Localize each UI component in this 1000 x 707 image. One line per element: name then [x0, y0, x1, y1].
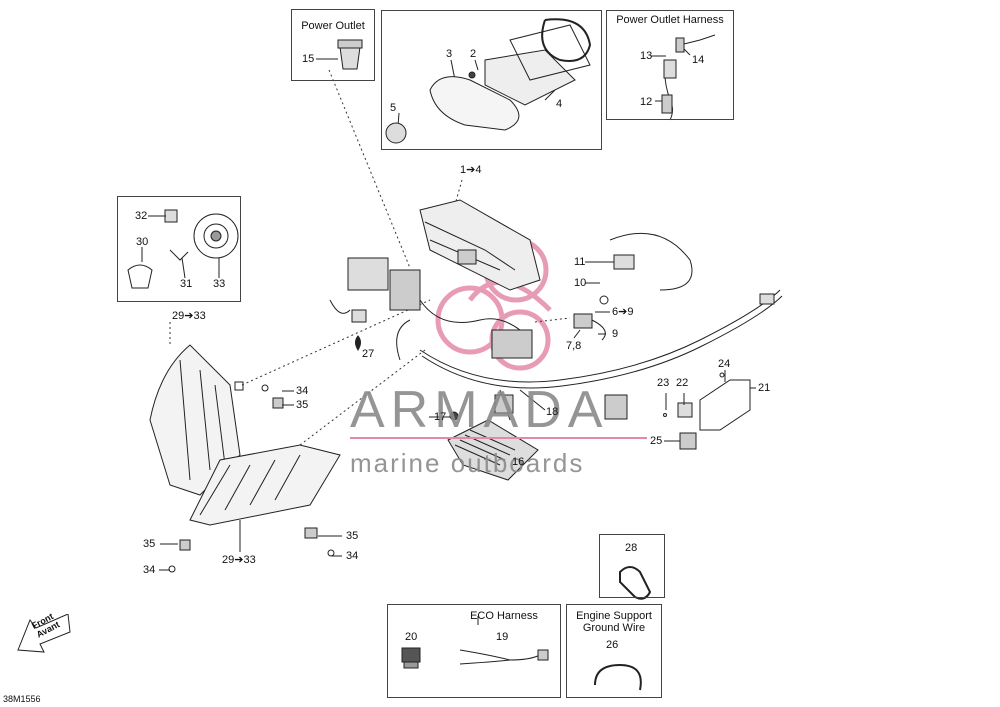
- inset-title: Power Outlet Harness: [616, 14, 724, 26]
- part-label: 29➔33: [222, 554, 256, 566]
- headlight-right: [168, 384, 341, 573]
- part-label: 11: [574, 256, 586, 268]
- key-switch: [573, 232, 693, 341]
- part-label: 24: [718, 358, 731, 370]
- part-label: 3: [446, 48, 453, 60]
- callout-lines: [141, 44, 756, 625]
- part-label: 15: [302, 53, 315, 65]
- main-harness: [419, 289, 783, 421]
- part-label: 33: [213, 278, 226, 290]
- part-label: 18: [546, 406, 559, 418]
- part-label: 10: [574, 277, 587, 289]
- diagram-code: 38M1556: [3, 694, 41, 704]
- part-label: 30: [136, 236, 149, 248]
- front-arrow-icon: [17, 614, 71, 653]
- part-label: 17: [434, 411, 447, 423]
- inset-title: ECO Harness: [470, 610, 538, 622]
- power-outlet-part: [337, 39, 363, 70]
- part-label: 23: [657, 377, 670, 389]
- part-label: 34: [143, 564, 156, 576]
- part-label: 32: [135, 210, 148, 222]
- part-label: 35: [143, 538, 156, 550]
- part-label: 29➔33: [172, 310, 206, 322]
- instrument-cluster: [419, 199, 541, 291]
- ground-wire-part: [594, 663, 642, 691]
- ecu-bracket: [663, 372, 751, 450]
- part-label: 31: [180, 278, 193, 290]
- part-label: 25: [650, 435, 663, 447]
- part-label: 4: [556, 98, 563, 110]
- part-label: 28: [625, 542, 638, 554]
- inset-bulb: [117, 196, 241, 302]
- inset-cluster: [381, 10, 602, 150]
- part-label: 6➔9: [612, 306, 634, 318]
- part-label: 1➔4: [460, 164, 482, 176]
- watermark-tagline: marine outboards: [350, 448, 585, 478]
- part-label: 26: [606, 639, 619, 651]
- part-label: 12: [640, 96, 653, 108]
- part-label: 20: [405, 631, 418, 643]
- nut-icon: [449, 411, 459, 421]
- power-outlet-harness-part: [661, 34, 716, 121]
- inset-ground-wire: Engine Support Ground Wire: [566, 604, 662, 698]
- cluster-exploded: [385, 18, 592, 144]
- part-label: 14: [692, 54, 705, 66]
- eco-harness-part: [401, 647, 549, 669]
- part-label: 34: [296, 385, 309, 397]
- inset-gasket: [599, 534, 665, 598]
- part-label: 19: [496, 631, 509, 643]
- part-label: 35: [296, 399, 309, 411]
- part-label: 2: [470, 48, 477, 60]
- part-label: 35: [346, 530, 359, 542]
- part-label: 21: [758, 382, 771, 394]
- part-label: 27: [362, 348, 375, 360]
- part-label: 5: [390, 102, 397, 114]
- watermark-rule: [350, 437, 647, 439]
- voltage-regulator: [447, 419, 539, 481]
- part-label: 22: [676, 377, 689, 389]
- part-label: 16: [512, 456, 525, 468]
- part-label: 7,8: [566, 340, 582, 352]
- relay-module: [329, 257, 533, 361]
- inset-power-outlet: Power Outlet: [291, 9, 375, 81]
- inset-eco-harness: ECO Harness: [387, 604, 561, 698]
- inset-title: Engine Support Ground Wire: [576, 610, 652, 634]
- inset-power-outlet-harness: Power Outlet Harness: [606, 10, 734, 120]
- watermark-brand: ARMADA: [350, 381, 609, 439]
- inset-title: Power Outlet: [301, 20, 365, 32]
- part-label: 9: [612, 328, 619, 340]
- part-label: 34: [346, 550, 359, 562]
- part-label: 13: [640, 50, 653, 62]
- drop-icon: [355, 335, 361, 351]
